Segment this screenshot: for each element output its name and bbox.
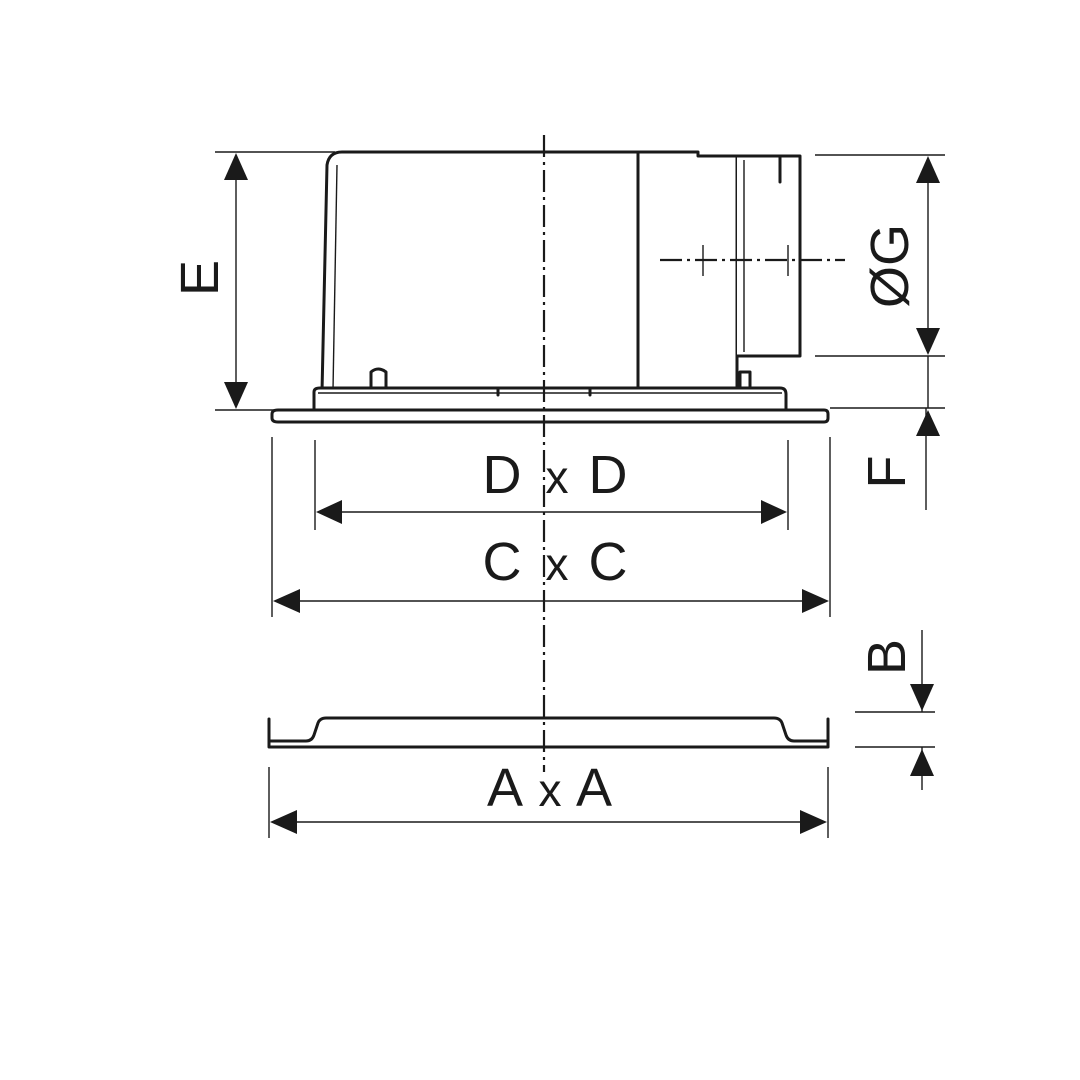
label-d-sep: x xyxy=(546,451,569,503)
label-d-left: D xyxy=(483,445,522,505)
label-b: B xyxy=(857,639,917,675)
label-e: E xyxy=(170,260,230,296)
label-g: ØG xyxy=(860,224,920,308)
dimension-c: C x C xyxy=(273,532,829,613)
dimension-b: B xyxy=(857,639,934,776)
dimension-g: ØG xyxy=(860,156,940,355)
label-f: F xyxy=(857,456,917,489)
housing xyxy=(270,150,830,424)
label-c-sep: x xyxy=(546,538,569,590)
label-c-left: C xyxy=(483,532,522,592)
label-c-right: C xyxy=(589,532,628,592)
label-a-left: A xyxy=(487,758,523,818)
dimension-d: D x D xyxy=(316,445,787,524)
dimension-a: A x A xyxy=(270,758,827,834)
grille xyxy=(267,716,830,749)
label-a-right: A xyxy=(576,758,612,818)
label-d-right: D xyxy=(589,445,628,505)
dimension-f: F xyxy=(857,356,940,489)
dimension-e: E xyxy=(170,153,248,409)
label-a-sep: x xyxy=(539,764,562,816)
